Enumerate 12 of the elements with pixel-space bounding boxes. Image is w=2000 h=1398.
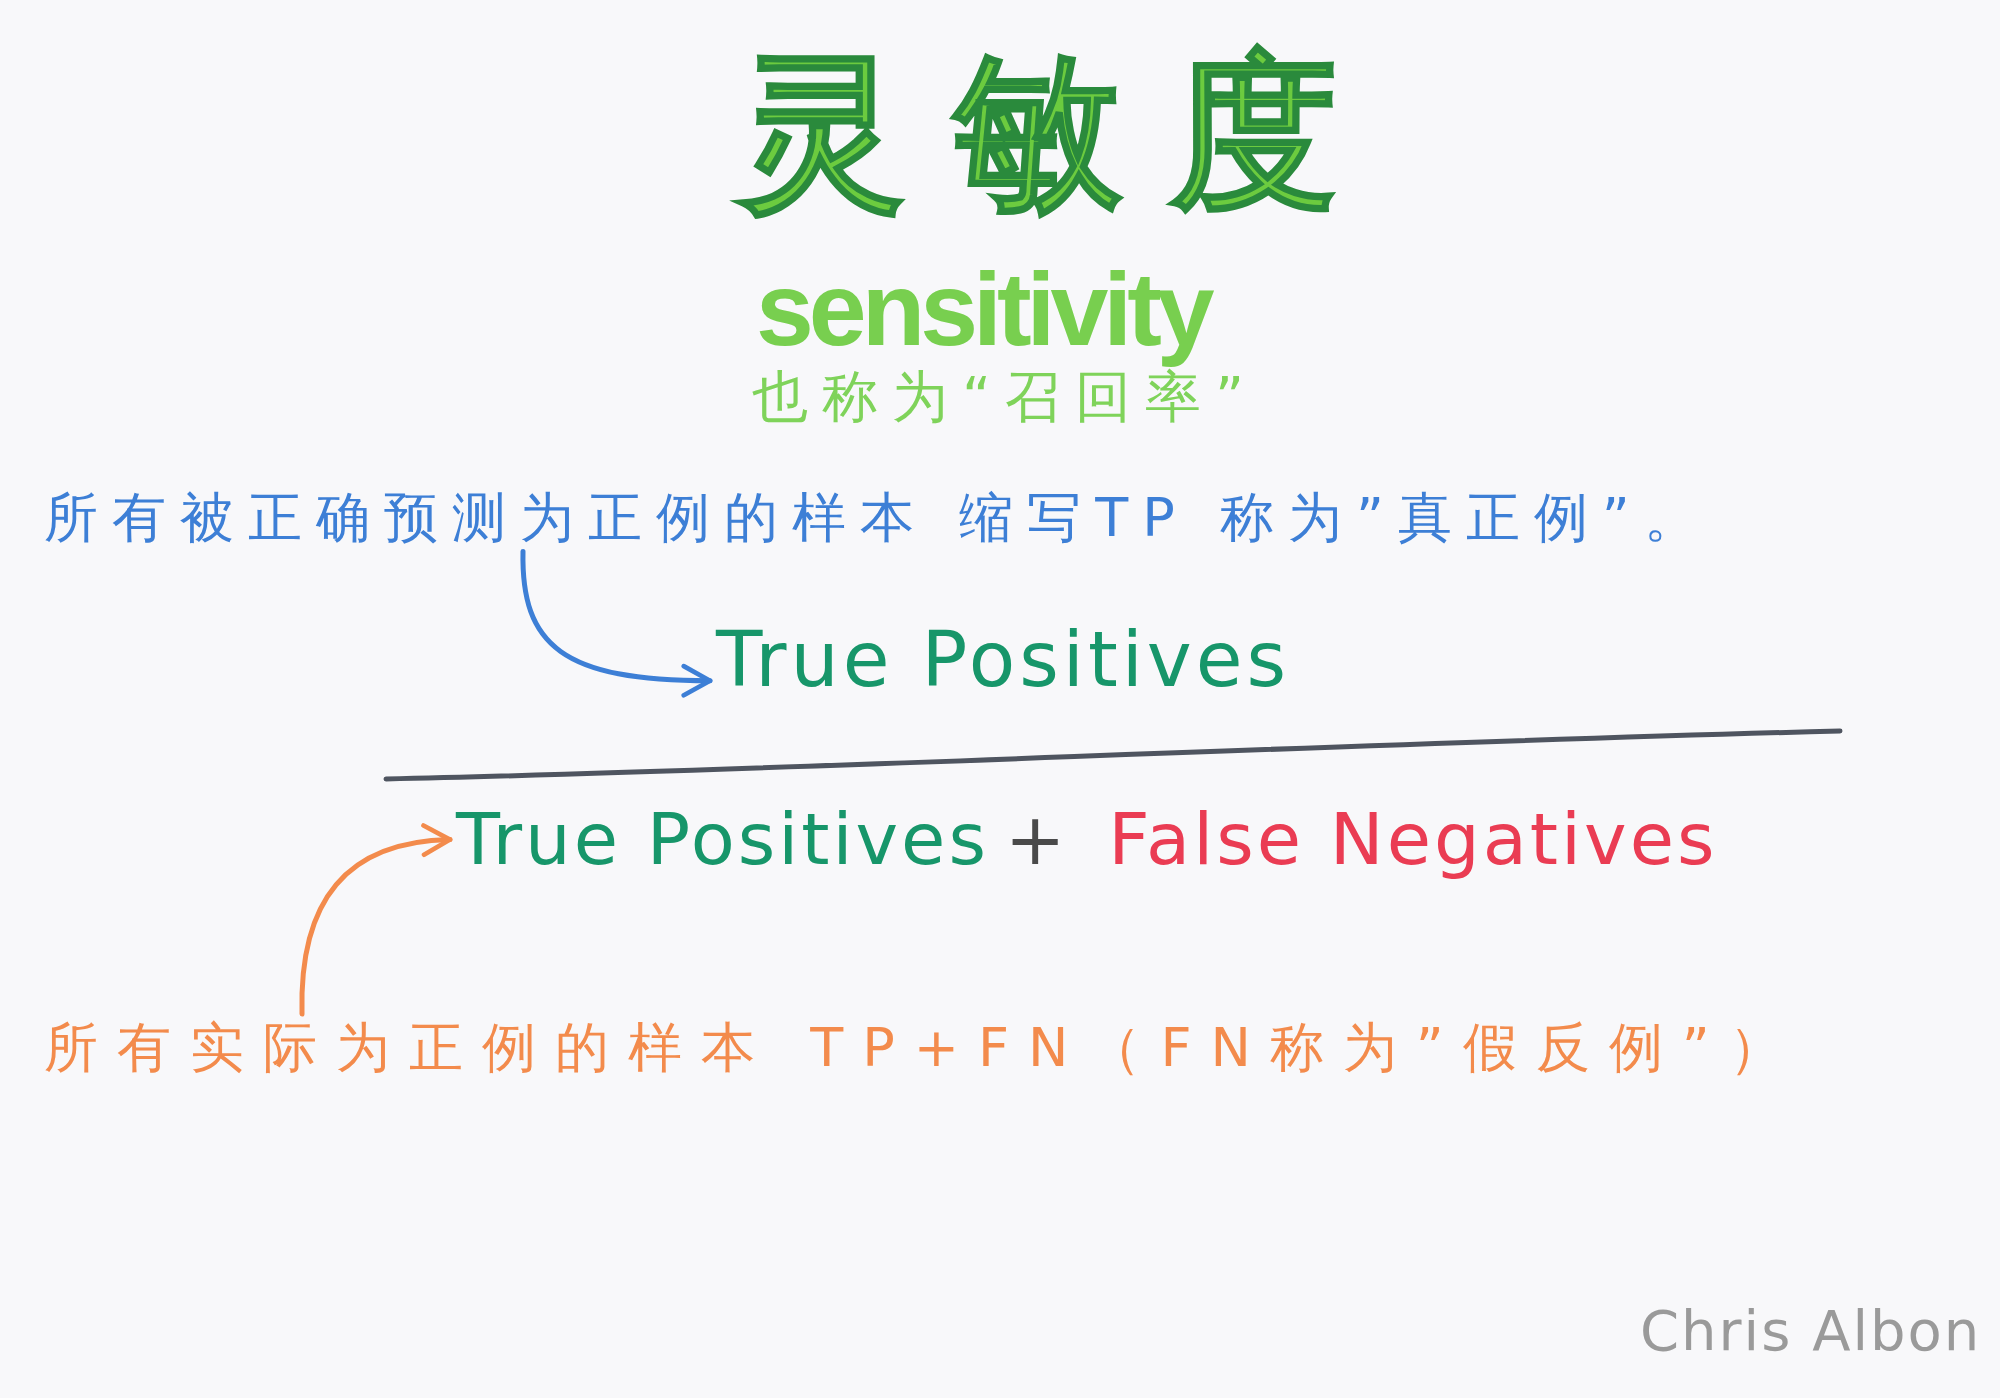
title-heading: 灵敏度: [730, 28, 1386, 238]
annotation-text: 所有被正确预测为正例的样本 缩写TP 称为”真正例”。: [44, 488, 1712, 548]
false-negatives-term: False Negatives: [1108, 800, 1718, 880]
alias-note: 也称为“召回率”: [752, 366, 1259, 428]
arrow: [520, 548, 713, 698]
true-positives-term: True Positives: [456, 800, 989, 880]
english-subtitle: sensitivity: [756, 252, 1210, 367]
annotation-text: 所有实际为正例的样本 TP+FN（FN称为”假反例”）: [44, 1018, 1802, 1078]
numerator-term: True Positives: [716, 618, 1291, 702]
plus-sign: +: [1004, 800, 1069, 880]
arrow: [299, 824, 453, 1017]
author-signature: Chris Albon: [1640, 1300, 1982, 1362]
